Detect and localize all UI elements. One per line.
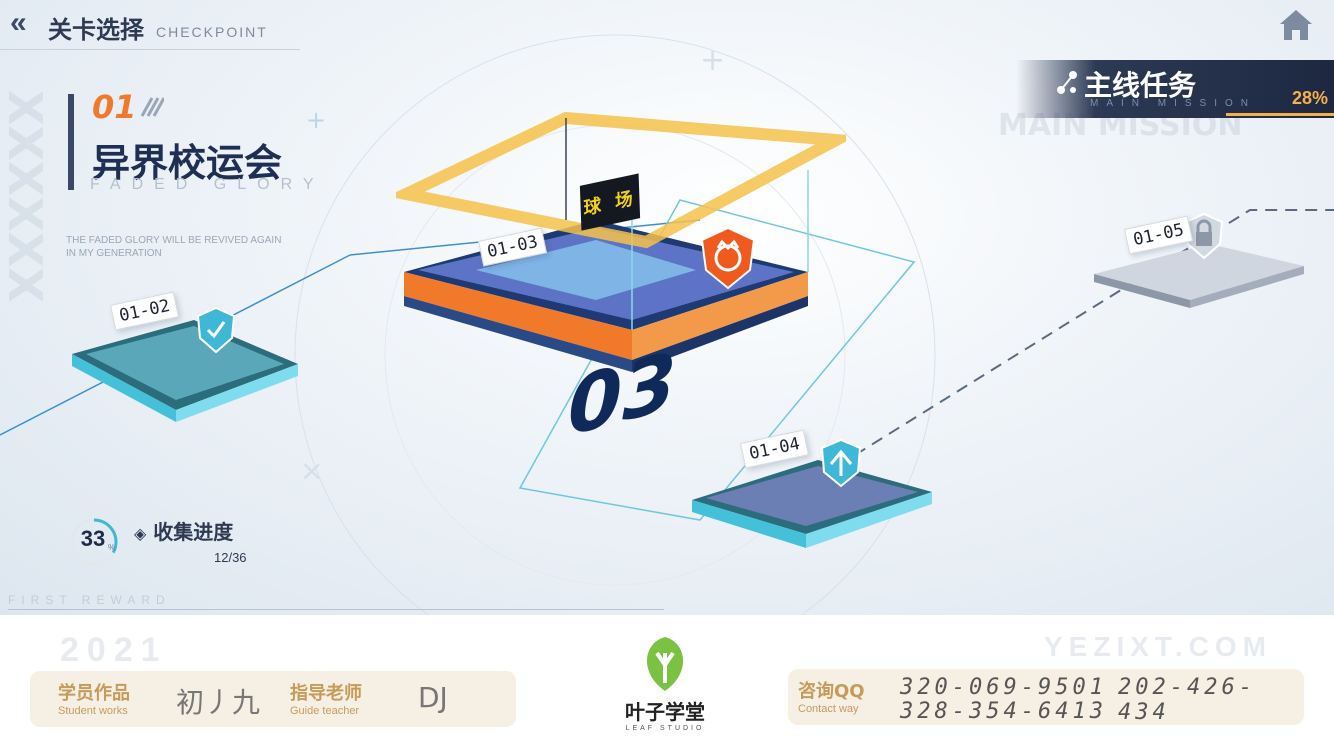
level-platform-01-02 xyxy=(72,320,298,422)
collection-percent: 33 xyxy=(80,526,106,551)
footer: 2021 YEZIXT.COM 学员作品 Student works 初丿九 指… xyxy=(0,615,1334,750)
main-mission-sublabel: MAIN MISSION xyxy=(1090,98,1257,109)
svg-text:+: + xyxy=(700,43,725,78)
page-subtitle: CHECKPOINT xyxy=(156,24,268,40)
chapter-desc-line2: IN MY GENERATION xyxy=(66,248,162,259)
logo-sub: LEAF STUDIO xyxy=(625,725,705,732)
collection-label[interactable]: ◈ 收集进度 xyxy=(134,516,233,545)
home-icon[interactable] xyxy=(1278,8,1314,42)
page-title: 关卡选择 xyxy=(48,16,144,44)
collection-count: 12/36 xyxy=(214,550,247,565)
chapter-description: THE FADED GLORY WILL BE REVIVED AGAIN IN… xyxy=(66,234,306,260)
collection-percent-symbol: % xyxy=(108,543,116,552)
teacher-label-en: Guide teacher xyxy=(290,705,360,717)
collection-progress-ring xyxy=(70,518,118,566)
collection-label-text: 收集进度 xyxy=(153,520,234,544)
stripe-icon xyxy=(140,97,164,117)
student-name: 初丿九 xyxy=(176,686,261,719)
qq-number-3: 328-354-6413 xyxy=(900,699,1107,724)
back-chevron-icon[interactable]: « xyxy=(10,6,27,39)
first-reward-caption: FIRST REWARD xyxy=(8,593,171,607)
level-platform-01-05 xyxy=(1094,244,1304,308)
main-mission-label: 主线任务 xyxy=(1084,69,1197,102)
credit-card: 学员作品 Student works 初丿九 指导老师 Guide teache… xyxy=(30,671,516,727)
main-mission-progress-bar xyxy=(1226,113,1334,116)
top-bar xyxy=(0,0,300,50)
leaf-logo: 叶子学堂 LEAF STUDIO xyxy=(610,633,720,732)
main-mission-button[interactable]: 主线任务 MAIN MISSION 28% xyxy=(1016,60,1334,118)
qq-number-2: 202-426-434 xyxy=(1118,675,1256,725)
level-select-scene: XXXXXX MAIN MISSION + × + « 关卡选择 CHECKPO… xyxy=(0,0,1334,615)
logo-text: 叶子学堂 xyxy=(625,700,705,724)
contact-label-cn: 咨询QQ xyxy=(798,681,865,702)
teacher-name: DJ xyxy=(418,681,448,714)
boss-shield-icon xyxy=(700,226,756,290)
chapter-desc-line1: THE FADED GLORY WILL BE REVIVED AGAIN xyxy=(66,235,282,246)
branch-icon xyxy=(1057,71,1077,94)
svg-text:×: × xyxy=(300,454,323,487)
contact-card: 咨询QQ Contact way 320-069-9501 202-426-43… xyxy=(788,669,1304,725)
cleared-shield-icon-01-04 xyxy=(820,438,862,488)
contact-label: 咨询QQ Contact way xyxy=(798,677,865,715)
svg-text:+: + xyxy=(306,106,326,134)
contact-label-en: Contact way xyxy=(798,703,859,715)
student-label-cn: 学员作品 xyxy=(58,683,130,704)
chapter-number: 01 xyxy=(92,88,137,126)
teacher-label-cn: 指导老师 xyxy=(290,683,362,704)
student-label: 学员作品 Student works xyxy=(58,679,130,717)
cleared-shield-icon xyxy=(196,306,236,354)
level-platform-01-04 xyxy=(692,460,932,548)
footer-site: YEZIXT.COM xyxy=(1043,631,1272,662)
footer-year: 2021 xyxy=(60,631,168,669)
chapter-name: 异界校运会 xyxy=(92,141,283,185)
teacher-label: 指导老师 Guide teacher xyxy=(290,679,362,717)
chapter-accent-bar xyxy=(68,94,74,190)
qq-number-1: 320-069-9501 xyxy=(900,675,1107,700)
lock-icon xyxy=(1184,212,1224,260)
leaf-logo-icon xyxy=(646,637,684,691)
level-platform-01-03 xyxy=(396,111,846,372)
main-mission-percent: 28% xyxy=(1291,88,1328,108)
diamond-icon: ◈ xyxy=(134,524,147,543)
level-sign-text: 球 场 xyxy=(583,187,637,220)
student-label-en: Student works xyxy=(58,705,128,717)
scene-lines: + × + xyxy=(0,34,1334,615)
divider xyxy=(8,609,664,610)
chapter-english: FADED GLORY xyxy=(90,176,325,193)
